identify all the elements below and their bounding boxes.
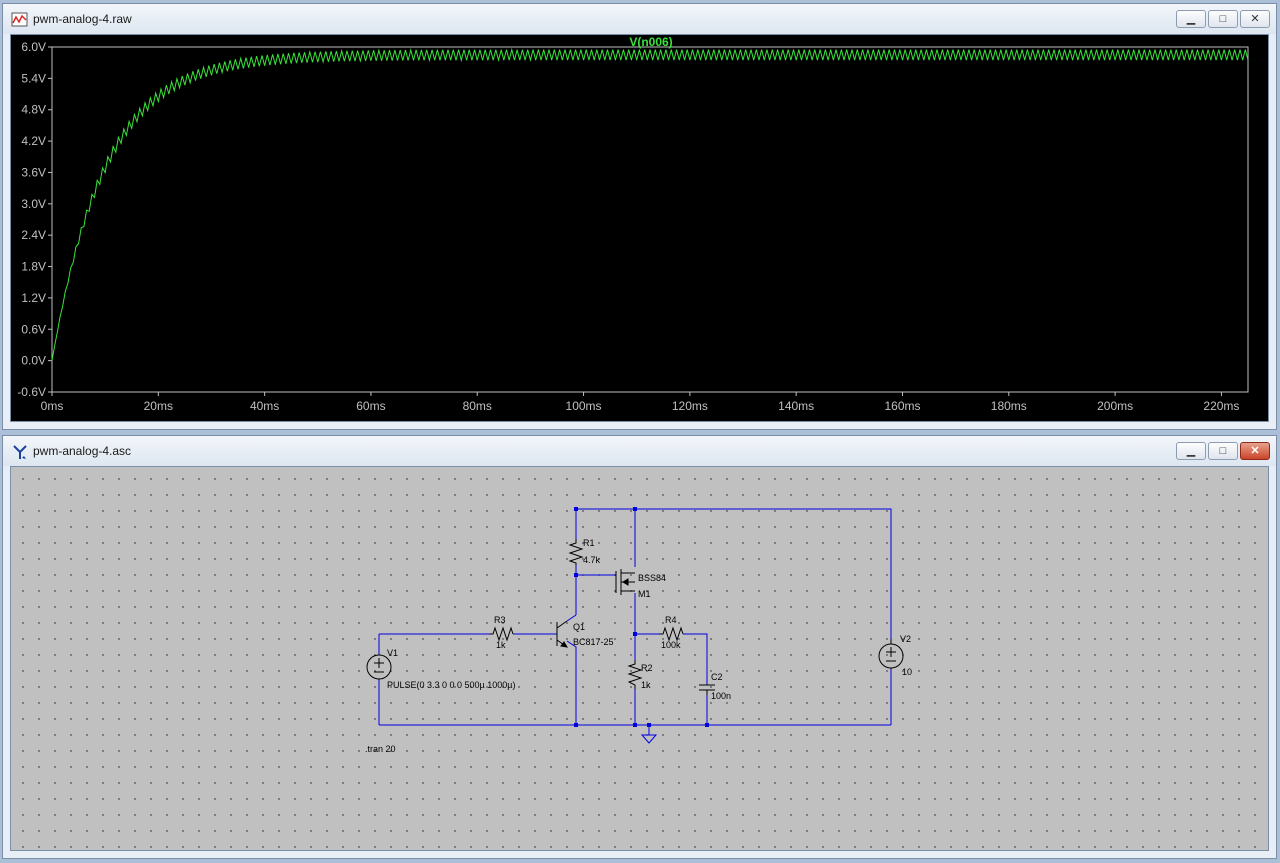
y-tick-label[interactable]: 0.6V: [21, 322, 46, 336]
waveform-chart[interactable]: V(n006) 6.0V 5.4V 4.8V 4.2V 3.6V 3.0V 2.4V 1.8V…: [11, 35, 1270, 423]
m1-pmos-transistor[interactable]: [615, 569, 635, 595]
waveform-app-icon: [11, 12, 28, 27]
q1-npn-transistor[interactable]: [556, 620, 568, 648]
m1-ref-label[interactable]: M1: [638, 589, 651, 599]
y-tick-label[interactable]: 6.0V: [21, 40, 46, 54]
r1-value-label[interactable]: 4.7k: [583, 555, 601, 565]
schematic-canvas[interactable]: R1 4.7k R2 1k R3 1k R4 100k C2 100n Q1 B…: [10, 466, 1269, 851]
schematic-window-title: pwm-analog-4.asc: [33, 444, 132, 458]
schematic-window: pwm-analog-4.asc ▁ □ ✕: [2, 435, 1277, 859]
r2-resistor[interactable]: [627, 660, 643, 689]
r2-ref-label[interactable]: R2: [641, 663, 653, 673]
schematic-app-icon: [13, 445, 27, 459]
x-tick-label[interactable]: 80ms: [463, 399, 492, 413]
x-tick-label[interactable]: 120ms: [672, 399, 708, 413]
x-tick-label[interactable]: 0ms: [41, 399, 64, 413]
maximize-button[interactable]: □: [1208, 442, 1238, 460]
y-tick-label[interactable]: 4.8V: [21, 103, 46, 117]
y-tick-label[interactable]: 1.8V: [21, 260, 46, 274]
waveform-window-title: pwm-analog-4.raw: [33, 12, 132, 26]
y-tick-label[interactable]: 2.4V: [21, 228, 46, 242]
y-tick-label[interactable]: 0.0V: [21, 354, 46, 368]
schematic-drawing[interactable]: R1 4.7k R2 1k R3 1k R4 100k C2 100n Q1 B…: [11, 467, 1270, 852]
schematic-titlebar[interactable]: pwm-analog-4.asc ▁ □ ✕: [3, 436, 1276, 466]
close-button[interactable]: ✕: [1240, 442, 1270, 460]
x-tick-label[interactable]: 220ms: [1203, 399, 1239, 413]
tran-directive[interactable]: .tran 20: [365, 744, 396, 754]
c2-capacitor[interactable]: [699, 684, 715, 695]
m1-value-label[interactable]: BSS84: [638, 573, 666, 583]
c2-ref-label[interactable]: C2: [711, 672, 723, 682]
x-tick-label[interactable]: 100ms: [566, 399, 602, 413]
waveform-plot-pane[interactable]: V(n006) 6.0V 5.4V 4.8V 4.2V 3.6V 3.0V 2.4V 1.8V…: [10, 34, 1269, 422]
r4-value-label[interactable]: 100k: [661, 640, 681, 650]
x-tick-label[interactable]: 60ms: [356, 399, 385, 413]
y-tick-label[interactable]: -0.6V: [17, 385, 46, 399]
trace-v-n006: [51, 47, 1249, 361]
r4-ref-label[interactable]: R4: [665, 615, 677, 625]
junction-dots: [574, 507, 709, 727]
q1-value-label[interactable]: BC817-25: [573, 637, 614, 647]
r2-value-label[interactable]: 1k: [641, 680, 651, 690]
x-tick-label[interactable]: 180ms: [991, 399, 1027, 413]
wires: [378, 508, 892, 735]
x-tick-label[interactable]: 140ms: [778, 399, 814, 413]
c2-value-label[interactable]: 100n: [711, 691, 731, 701]
plot-area[interactable]: [51, 46, 1249, 393]
v1-ref-label[interactable]: V1: [387, 648, 398, 658]
trace-label[interactable]: V(n006): [629, 35, 672, 49]
maximize-button[interactable]: □: [1208, 10, 1238, 28]
y-tick-label[interactable]: 3.6V: [21, 165, 46, 179]
y-tick-label[interactable]: 5.4V: [21, 71, 46, 85]
v2-ref-label[interactable]: V2: [900, 634, 911, 644]
y-tick-label[interactable]: 3.0V: [21, 197, 46, 211]
x-tick-label[interactable]: 200ms: [1097, 399, 1133, 413]
v2-voltage-source[interactable]: [878, 639, 904, 669]
waveform-titlebar[interactable]: pwm-analog-4.raw ▁ □ ✕: [3, 4, 1276, 34]
v1-voltage-source[interactable]: [366, 654, 392, 680]
x-tick-label[interactable]: 40ms: [250, 399, 279, 413]
r1-ref-label[interactable]: R1: [583, 538, 595, 548]
ground-symbol[interactable]: [640, 734, 658, 744]
y-tick-label[interactable]: 4.2V: [21, 134, 46, 148]
q1-ref-label[interactable]: Q1: [573, 622, 585, 632]
r3-ref-label[interactable]: R3: [494, 615, 506, 625]
waveform-window: pwm-analog-4.raw ▁ □ ✕ V(n006) 6.0V 5.4V 4…: [2, 3, 1277, 430]
r1-resistor[interactable]: [568, 539, 584, 565]
x-tick-label[interactable]: 20ms: [144, 399, 173, 413]
v1-value-label[interactable]: PULSE(0 3.3 0 0 0 500µ 1000µ): [387, 680, 515, 690]
minimize-button[interactable]: ▁: [1176, 10, 1206, 28]
minimize-button[interactable]: ▁: [1176, 442, 1206, 460]
close-button[interactable]: ✕: [1240, 10, 1270, 28]
r4-resistor[interactable]: [659, 626, 684, 642]
v2-value-label[interactable]: 10: [902, 667, 912, 677]
r3-value-label[interactable]: 1k: [496, 640, 506, 650]
y-tick-label[interactable]: 1.2V: [21, 291, 46, 305]
r3-resistor[interactable]: [489, 626, 514, 642]
x-tick-label[interactable]: 160ms: [884, 399, 920, 413]
